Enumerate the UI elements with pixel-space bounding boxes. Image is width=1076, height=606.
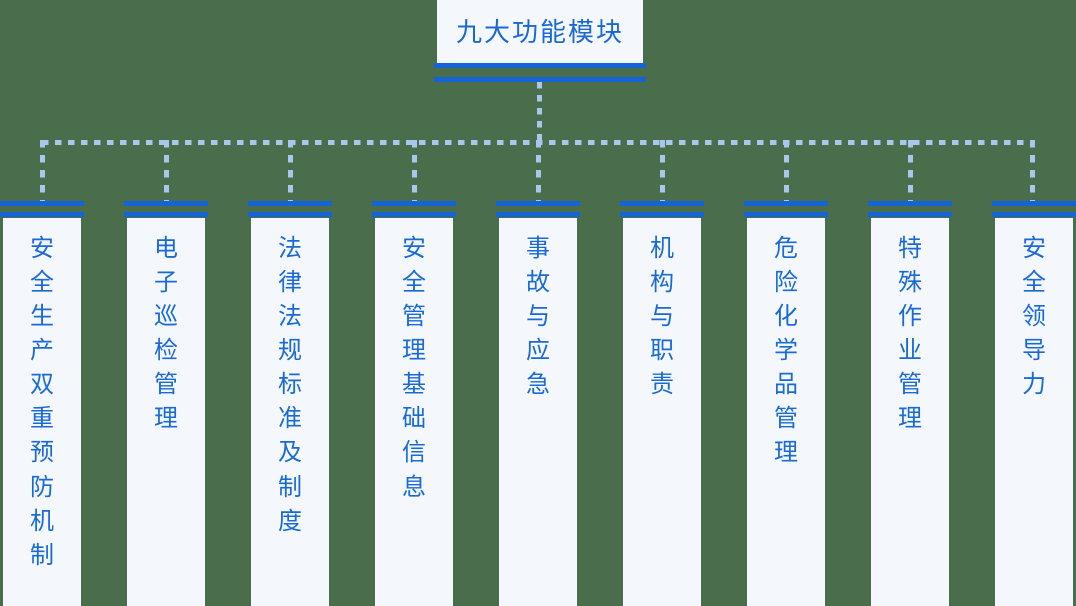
card-box: 危险化学品管理 [747, 218, 825, 606]
card-accent-bar-lower [124, 212, 208, 217]
connector-drop-4 [412, 140, 417, 201]
root-node-label: 九大功能模块 [455, 16, 624, 47]
card-box: 安全领导力 [995, 218, 1073, 606]
card-box: 安全生产双重预防机制 [3, 218, 81, 606]
module-card-8[interactable]: 特殊作业管理 [868, 201, 952, 606]
module-card-7[interactable]: 危险化学品管理 [744, 201, 828, 606]
module-card-5[interactable]: 事故与应急 [496, 201, 580, 606]
module-card-label: 法律法规标准及制度 [278, 235, 302, 535]
card-box: 特殊作业管理 [871, 218, 949, 606]
connector-drop-9 [1030, 140, 1035, 201]
card-accent-bar-lower [0, 212, 84, 217]
module-card-9[interactable]: 安全领导力 [992, 201, 1076, 606]
module-card-6[interactable]: 机构与职责 [620, 201, 704, 606]
card-accent-bar-lower [992, 212, 1076, 217]
module-card-label: 安全生产双重预防机制 [30, 235, 54, 569]
module-card-label: 安全管理基础信息 [402, 235, 426, 501]
card-accent-bar-upper [248, 201, 332, 206]
connector-drop-2 [164, 140, 169, 201]
module-card-3[interactable]: 法律法规标准及制度 [248, 201, 332, 606]
root-node[interactable]: 九大功能模块 [434, 0, 646, 82]
card-accent-bar-upper [992, 201, 1076, 206]
connector-root-stem [537, 82, 542, 142]
card-accent-bar-lower [372, 212, 456, 217]
card-accent-bar-upper [744, 201, 828, 206]
module-card-label: 特殊作业管理 [898, 235, 922, 433]
connector-drop-5 [536, 140, 541, 201]
connector-drop-1 [40, 140, 45, 201]
root-accent-bar-upper [434, 63, 646, 68]
module-card-label: 危险化学品管理 [774, 235, 798, 467]
card-box: 安全管理基础信息 [375, 218, 453, 606]
card-accent-bar-upper [0, 201, 84, 206]
card-accent-bar-upper [868, 201, 952, 206]
module-card-label: 电子巡检管理 [154, 235, 178, 433]
card-box: 法律法规标准及制度 [251, 218, 329, 606]
module-card-1[interactable]: 安全生产双重预防机制 [0, 201, 84, 606]
connector-drop-7 [784, 140, 789, 201]
card-accent-bar-lower [248, 212, 332, 217]
connector-drop-3 [288, 140, 293, 201]
root-node-box: 九大功能模块 [437, 0, 643, 63]
module-card-label: 事故与应急 [526, 235, 550, 399]
card-accent-bar-lower [744, 212, 828, 217]
card-box: 机构与职责 [623, 218, 701, 606]
card-accent-bar-upper [124, 201, 208, 206]
card-accent-bar-upper [496, 201, 580, 206]
card-accent-bar-lower [620, 212, 704, 217]
connector-drop-8 [908, 140, 913, 201]
module-card-4[interactable]: 安全管理基础信息 [372, 201, 456, 606]
card-accent-bar-lower [868, 212, 952, 217]
card-box: 事故与应急 [499, 218, 577, 606]
module-card-label: 机构与职责 [650, 235, 674, 399]
card-accent-bar-lower [496, 212, 580, 217]
module-card-2[interactable]: 电子巡检管理 [124, 201, 208, 606]
card-accent-bar-upper [372, 201, 456, 206]
card-accent-bar-upper [620, 201, 704, 206]
root-accent-bar-lower [434, 77, 646, 82]
module-card-label: 安全领导力 [1022, 235, 1046, 399]
card-box: 电子巡检管理 [127, 218, 205, 606]
connector-drop-6 [660, 140, 665, 201]
